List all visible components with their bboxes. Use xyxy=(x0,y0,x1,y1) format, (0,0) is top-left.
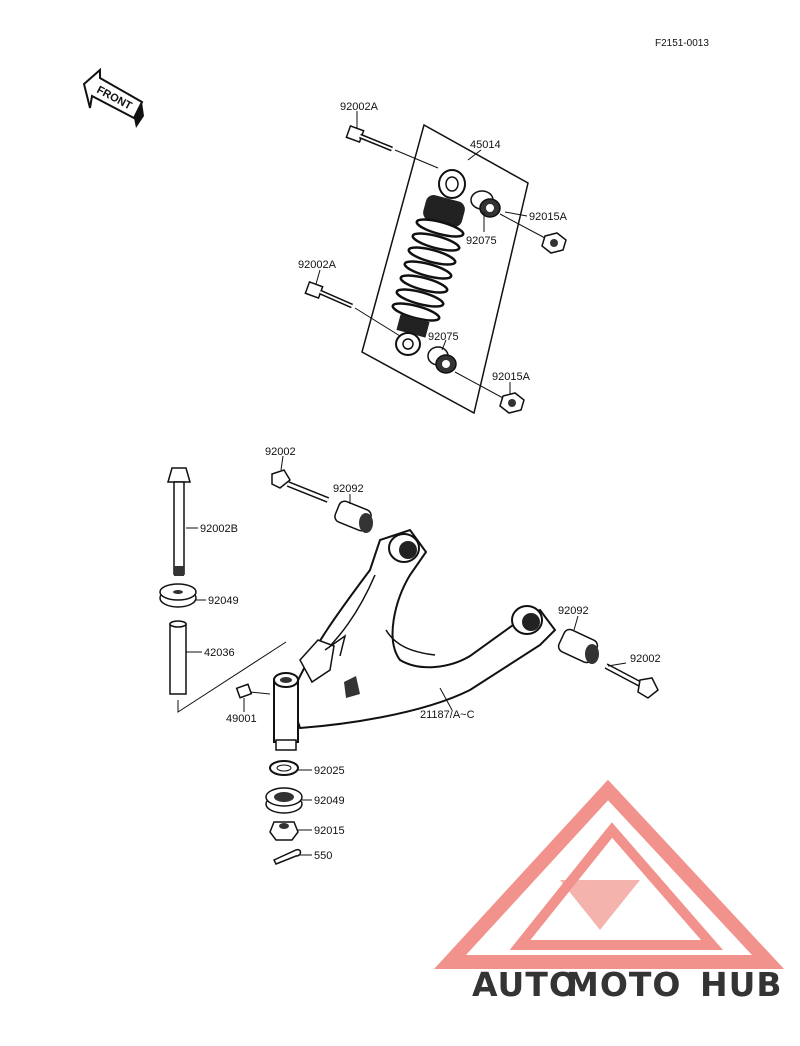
washer-icon xyxy=(269,760,299,776)
front-arrow-icon: FRONT xyxy=(82,67,144,128)
label-nut-castle: 92015 xyxy=(314,825,345,837)
bushing-icon xyxy=(159,583,197,608)
label-bolt-arm-front: 92002 xyxy=(265,446,296,458)
label-collar-upper: 92075 xyxy=(466,235,497,247)
cotter-pin-icon xyxy=(272,848,302,865)
bolt-icon xyxy=(345,125,439,169)
bolt-icon xyxy=(604,663,659,699)
label-bolt-arm-rear: 92002 xyxy=(630,653,661,665)
shock-outline-box xyxy=(361,123,529,415)
suspension-arm-icon xyxy=(273,528,557,751)
bolt-icon xyxy=(304,281,401,337)
bolt-icon xyxy=(271,469,330,503)
label-bushing-lower: 92049 xyxy=(314,795,345,807)
label-cotter-pin: 550 xyxy=(314,850,332,862)
label-suspension-arm: 21187/A~C xyxy=(420,709,475,721)
label-bushing-arm-front: 92092 xyxy=(333,483,364,495)
bushing-icon xyxy=(557,628,599,664)
label-sleeve: 42036 xyxy=(204,647,235,659)
label-collar-lower: 92075 xyxy=(428,331,459,343)
diagram-code: F2151-0013 xyxy=(655,38,709,49)
automotohub-logo: AUTO MOTO HUB xyxy=(434,779,785,1004)
collar-icon xyxy=(470,190,501,218)
nut-icon xyxy=(541,232,567,254)
bolt-icon xyxy=(167,467,191,576)
collar-icon xyxy=(427,346,457,374)
label-bushing-arm-rear: 92092 xyxy=(558,605,589,617)
label-grease-fitting: 49001 xyxy=(226,713,257,725)
label-shock-absorber: 45014 xyxy=(470,139,501,151)
grease-fitting-icon xyxy=(235,683,271,699)
bushing-icon xyxy=(265,787,303,814)
sleeve-icon xyxy=(169,620,187,695)
shock-absorber-icon xyxy=(391,169,466,356)
label-bolt-king-pin: 92002B xyxy=(200,523,238,535)
nut-icon xyxy=(499,392,525,414)
label-nut-lower: 92015A xyxy=(492,371,531,383)
nut-icon xyxy=(269,821,299,841)
logo-text-hub: HUB xyxy=(700,965,783,1004)
logo-text-moto: MOTO xyxy=(566,965,681,1004)
label-bolt-upper-shock: 92002A xyxy=(340,101,379,113)
bushing-icon xyxy=(334,500,373,533)
suspension-arm-group: 92002 92092 92002B 92049 42036 49001 211… xyxy=(159,446,661,865)
logo-text-auto: AUTO xyxy=(472,965,578,1004)
shock-absorber-group: 92002A 45014 92015A 92075 92002A 92075 9… xyxy=(298,101,568,415)
label-bushing-king-pin: 92049 xyxy=(208,595,239,607)
label-washer: 92025 xyxy=(314,765,345,777)
label-bolt-lower-shock: 92002A xyxy=(298,259,337,271)
label-nut-upper: 92015A xyxy=(529,211,568,223)
